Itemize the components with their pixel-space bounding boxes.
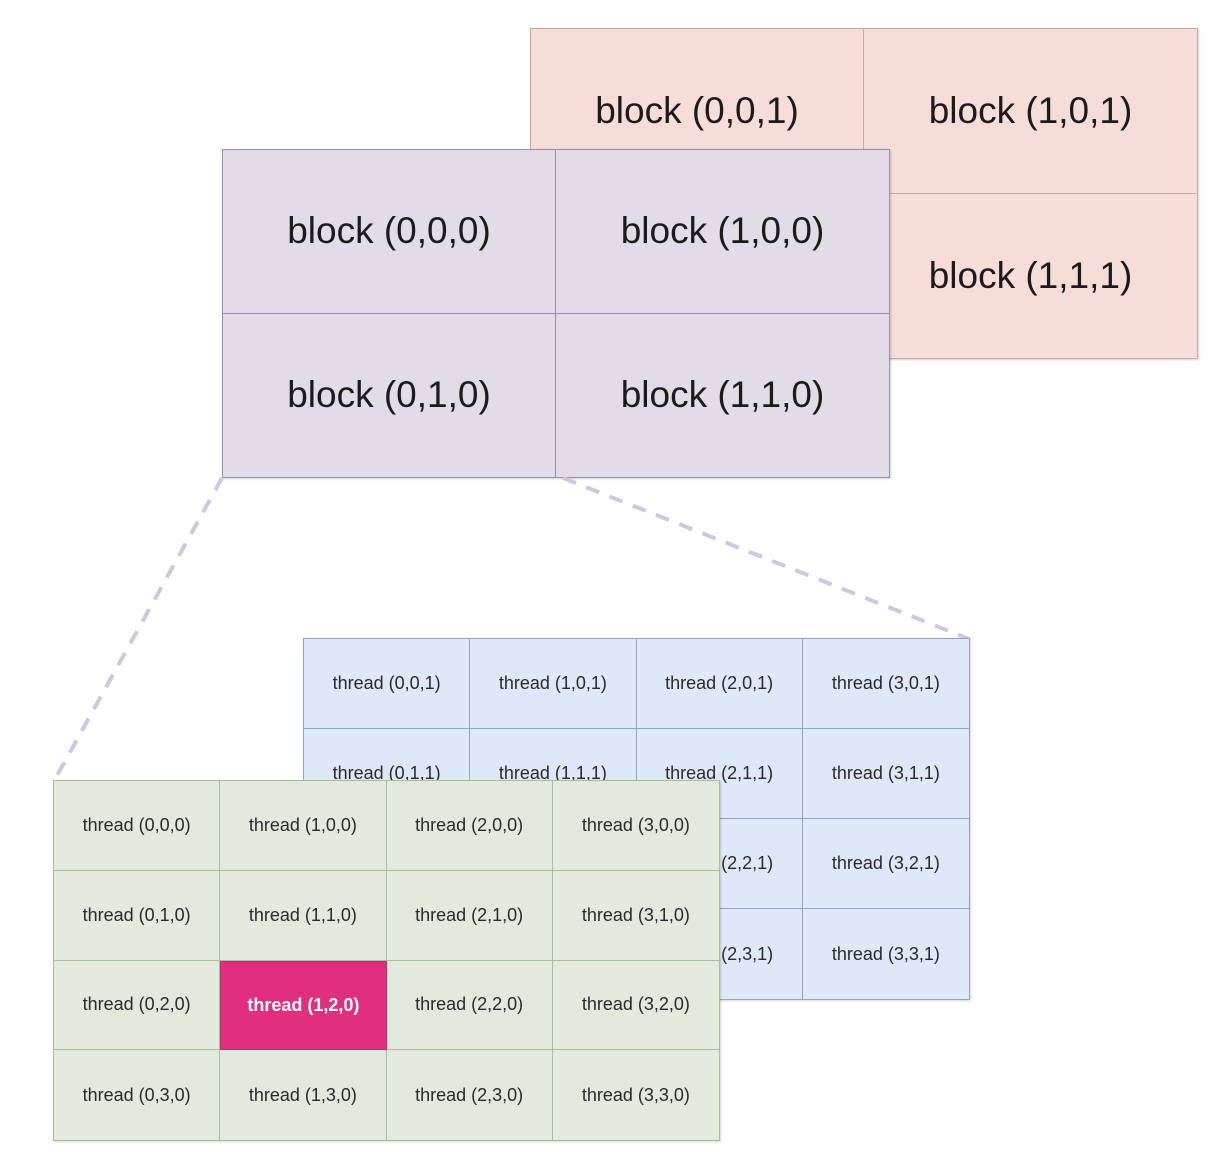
thread-cell[interactable]: thread (3,1,0) — [552, 870, 719, 961]
thread-cell-highlighted[interactable]: thread (1,2,0) — [220, 960, 387, 1051]
thread-cell[interactable]: thread (3,0,0) — [552, 781, 719, 871]
thread-cell[interactable]: thread (2,1,0) — [386, 870, 553, 961]
block-cell[interactable]: block (1,0,1) — [864, 29, 1197, 194]
thread-cell[interactable]: thread (1,1,0) — [220, 870, 387, 961]
thread-cell[interactable]: thread (1,3,0) — [220, 1050, 387, 1140]
block-cell[interactable]: block (1,1,0) — [556, 313, 889, 477]
thread-cell[interactable]: thread (1,0,1) — [470, 639, 637, 729]
thread-cell[interactable]: thread (3,2,1) — [802, 819, 969, 909]
thread-cell[interactable]: thread (0,2,0) — [54, 960, 221, 1051]
thread-cell[interactable]: thread (3,3,0) — [552, 1050, 719, 1140]
connector-right-line — [562, 476, 970, 641]
block-cell[interactable]: block (0,1,0) — [223, 313, 556, 477]
thread-cell[interactable]: thread (3,2,0) — [552, 960, 719, 1051]
block-cell[interactable]: block (0,0,0) — [223, 150, 556, 314]
thread-cell[interactable]: thread (0,1,0) — [54, 870, 221, 961]
thread-cell[interactable]: thread (3,0,1) — [802, 639, 969, 729]
grid-of-blocks-layer-z0: block (0,0,0) block (1,0,0) block (0,1,0… — [222, 149, 890, 478]
thread-cell[interactable]: thread (3,3,1) — [802, 909, 969, 999]
thread-cell[interactable]: thread (0,0,1) — [304, 639, 471, 729]
block-of-threads-layer-z0: thread (0,0,0) thread (1,0,0) thread (2,… — [53, 780, 720, 1141]
thread-cell[interactable]: thread (2,0,0) — [386, 781, 553, 871]
thread-cell[interactable]: thread (3,1,1) — [802, 729, 969, 819]
block-cell[interactable]: block (1,0,0) — [556, 150, 889, 314]
thread-cell[interactable]: thread (0,0,0) — [54, 781, 221, 871]
block-cell[interactable]: block (1,1,1) — [864, 193, 1197, 358]
connector-left-line — [52, 477, 224, 782]
thread-cell[interactable]: thread (1,0,0) — [220, 781, 387, 871]
thread-cell[interactable]: thread (2,3,0) — [386, 1050, 553, 1140]
thread-cell[interactable]: thread (2,2,0) — [386, 960, 553, 1051]
thread-cell[interactable]: thread (2,0,1) — [636, 639, 803, 729]
thread-cell[interactable]: thread (0,3,0) — [54, 1050, 221, 1140]
